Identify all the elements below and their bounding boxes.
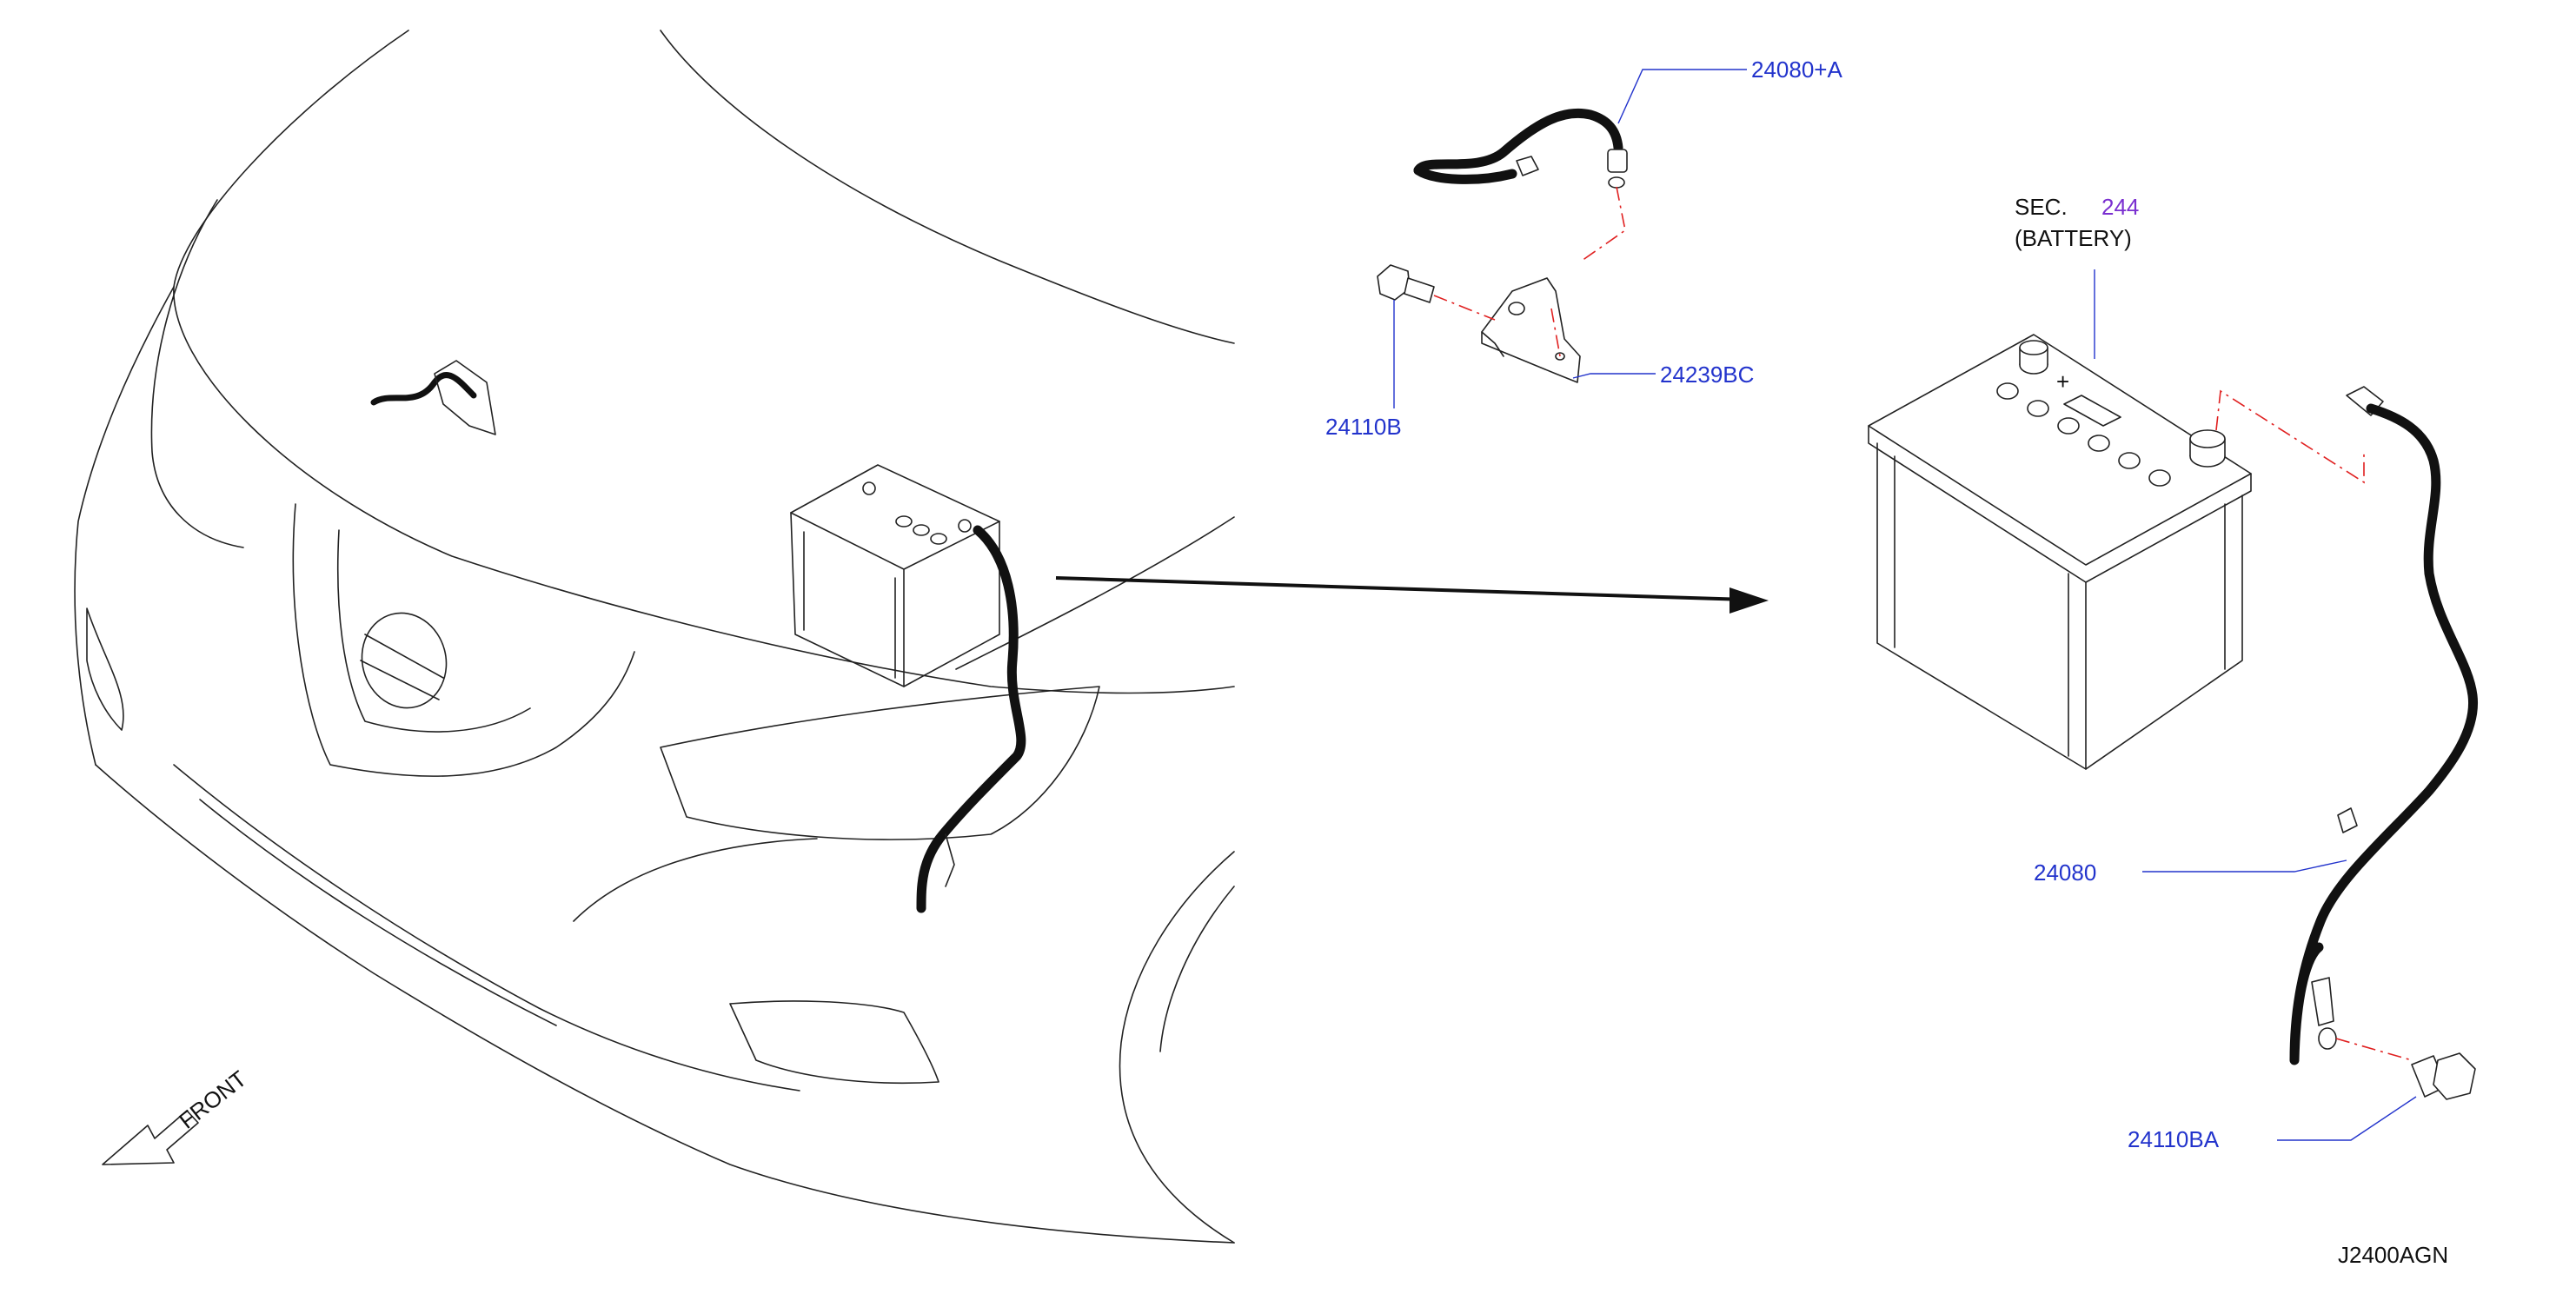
callout-bracket-bolt: 24110B <box>1325 414 1402 440</box>
figure-code: J2400AGN <box>2338 1242 2448 1268</box>
section-reference-prefix: SEC. <box>2015 194 2068 220</box>
positive-cable-part <box>1413 108 1628 262</box>
vehicle-front-outline <box>74 30 1235 1244</box>
svg-text:+: + <box>2056 368 2069 395</box>
front-arrow-icon <box>102 1110 199 1165</box>
front-direction-indicator: FRONT <box>102 1065 251 1165</box>
callout-negative-cable: 24080 <box>2034 859 2096 886</box>
battery-detail: + <box>1868 334 2252 770</box>
bracket-bolt-part <box>1377 264 1496 321</box>
ground-bolt-part <box>2411 1052 2476 1100</box>
front-label: FRONT <box>174 1065 251 1134</box>
callout-positive-cable: 24080+A <box>1751 56 1842 83</box>
callout-ground-bolt: 24110BA <box>2128 1126 2220 1152</box>
negative-cable-part <box>2215 386 2479 1065</box>
section-reference-number: 244 <box>2101 194 2139 220</box>
section-reference-name: (BATTERY) <box>2015 225 2132 251</box>
callout-bracket: 24239BC <box>1660 362 1754 388</box>
detail-pointer-arrow <box>1055 576 1769 614</box>
bracket-part <box>1481 277 1581 383</box>
leader-lines <box>1393 69 2417 1141</box>
